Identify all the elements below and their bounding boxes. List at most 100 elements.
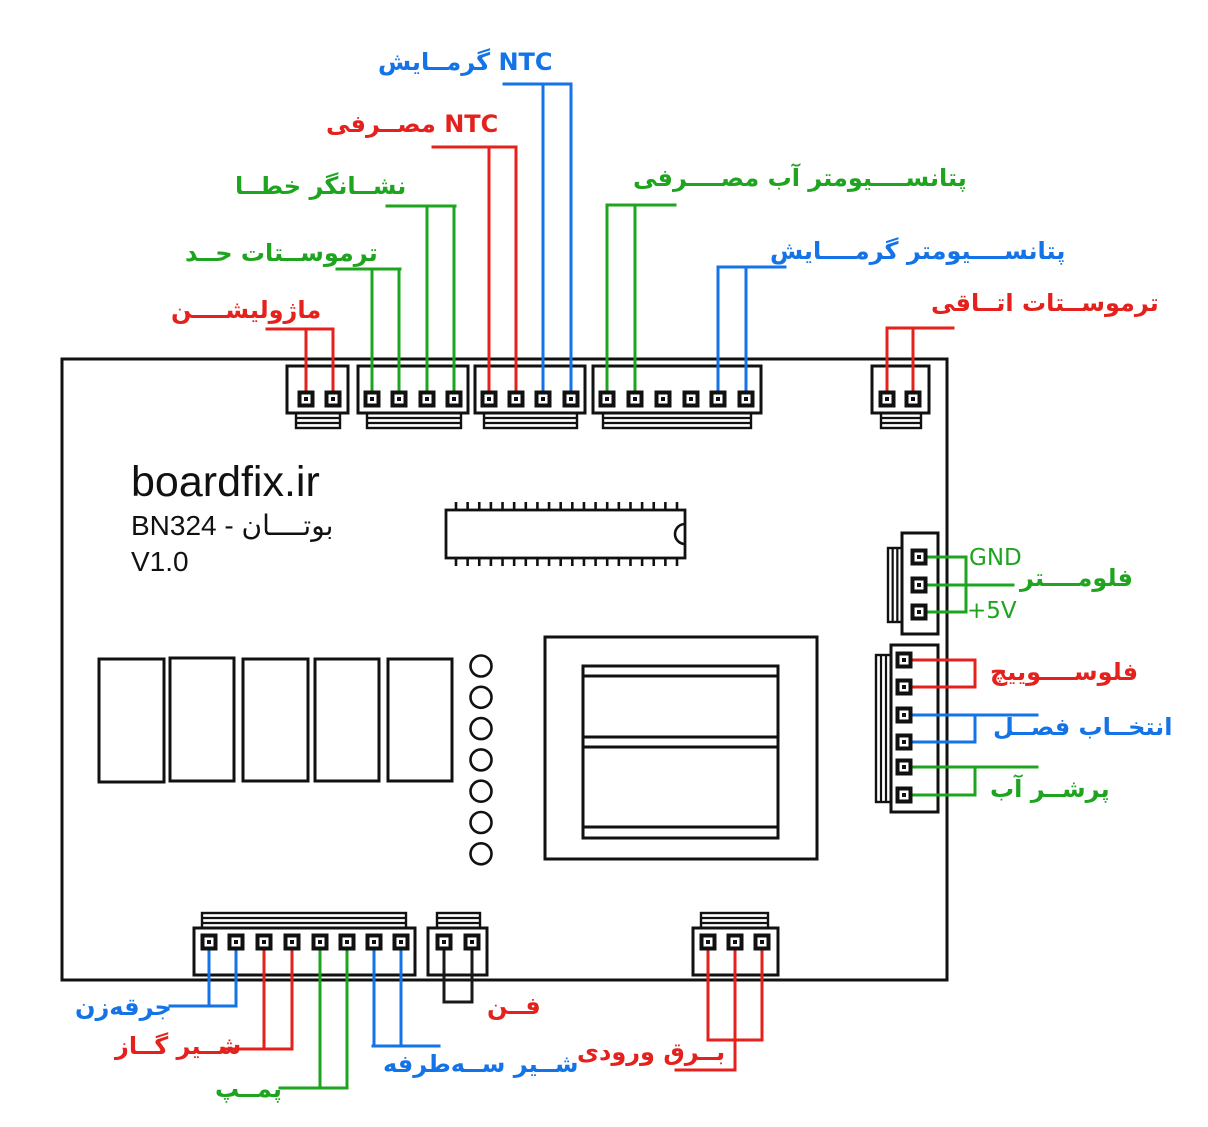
led-hole-2	[469, 685, 493, 710]
pin-pad	[363, 390, 381, 408]
transformer-core	[581, 664, 780, 840]
transformer-body	[543, 635, 819, 861]
label-igniter: جرقه‌زن	[75, 993, 172, 1021]
pin-pad	[598, 390, 616, 408]
pin-pad	[737, 390, 755, 408]
pad-core	[569, 397, 573, 401]
pad-core	[917, 583, 921, 587]
wire-ntc-heating	[502, 82, 573, 401]
connector-inputs-right	[874, 643, 940, 814]
pad-core	[902, 793, 906, 797]
wire-limit-thermostat	[335, 267, 402, 401]
pin-pad	[910, 548, 928, 566]
pad-core	[760, 940, 764, 944]
pad-core	[397, 397, 401, 401]
pad-core	[370, 397, 374, 401]
pad-core	[917, 555, 921, 559]
pad-core	[262, 940, 266, 944]
pad-core	[318, 940, 322, 944]
label-flow-switch: فلوســــوییچ	[990, 658, 1139, 686]
pin-pad	[895, 651, 913, 669]
pin-pad	[654, 390, 672, 408]
pin-pad	[283, 933, 301, 951]
label-gnd: GND	[969, 545, 1022, 571]
pad-core	[331, 397, 335, 401]
wire-igniter	[168, 940, 238, 1008]
label-flowmeter: فلومــــتر	[1020, 564, 1133, 592]
label-gas-valve: شــیر گــاز	[115, 1032, 242, 1060]
label-heating-potentiometer: پتانســــیومتر گرمــــایش	[770, 237, 1066, 265]
pad-core	[541, 397, 545, 401]
wire-power-input	[674, 940, 764, 1072]
pad-core	[744, 397, 748, 401]
pad-core	[716, 397, 720, 401]
pin-pad	[910, 603, 928, 621]
relay-5	[386, 657, 454, 783]
pin-pad	[534, 390, 552, 408]
wire-gas-valve	[223, 940, 294, 1051]
pad-core	[304, 397, 308, 401]
connector-potentiometers	[591, 364, 763, 430]
pin-pad	[338, 933, 356, 951]
pad-core	[290, 940, 294, 944]
ic-notch	[673, 522, 686, 546]
pin-pad	[255, 933, 273, 951]
led-hole-4	[469, 748, 493, 772]
wire-room-thermostat	[885, 326, 955, 401]
pad-core	[442, 940, 446, 944]
relay-3	[241, 657, 310, 783]
wire-modulation	[265, 327, 335, 401]
label-modulation: ماژولیشــــن	[171, 296, 322, 324]
pin-pad	[895, 786, 913, 804]
pad-core	[372, 940, 376, 944]
wire-fan	[442, 940, 474, 1004]
pin-pad	[418, 390, 436, 408]
label-power-input: بــرق ورودی	[577, 1038, 726, 1066]
pad-core	[234, 940, 238, 944]
pad-core	[733, 940, 737, 944]
board-model-text: BN324 - بوتــــان	[131, 510, 334, 541]
pad-core	[911, 397, 915, 401]
pin-pad	[365, 933, 383, 951]
ic-chip	[444, 502, 687, 566]
pad-core	[902, 685, 906, 689]
pad-core	[885, 397, 889, 401]
pin-pad	[445, 390, 463, 408]
pin-pad	[726, 933, 744, 951]
wire-pump	[278, 940, 349, 1090]
wire-dhw-potentiometer	[605, 203, 677, 401]
pin-pad	[895, 733, 913, 751]
pin-pad	[910, 576, 928, 594]
board-outline	[60, 357, 949, 982]
site-brand-text: boardfix.ir	[131, 458, 320, 506]
pin-pad	[753, 933, 771, 951]
pin-pad	[311, 933, 329, 951]
pin-pad	[682, 390, 700, 408]
label-dhw-potentiometer: پتانســــیومتر آب مصــــرفی	[633, 164, 967, 192]
connector-box	[889, 643, 940, 814]
label-limit-thermostat: ترموســتات حــد	[185, 239, 378, 267]
wire-flow-switch	[902, 658, 977, 689]
label-room-thermostat: ترموســتات اتــاقی	[931, 289, 1159, 317]
pad-core	[706, 940, 710, 944]
wire-three-way-valve	[371, 940, 441, 1048]
pad-core	[661, 397, 665, 401]
label-pump: پمــپ	[215, 1075, 282, 1103]
pad-core	[399, 940, 403, 944]
pad-core	[470, 940, 474, 944]
relay-4	[313, 657, 381, 783]
wire-error-indicator	[385, 204, 457, 401]
pin-pad	[390, 390, 408, 408]
label-water-pressure: پرشــر آب	[990, 775, 1110, 803]
pin-pad	[392, 933, 410, 951]
pin-pad	[895, 706, 913, 724]
wire-ntc-dhw	[431, 145, 518, 401]
pad-core	[345, 940, 349, 944]
pin-pad	[878, 390, 896, 408]
pad-core	[902, 658, 906, 662]
pin-pad	[699, 933, 717, 951]
pad-core	[207, 940, 211, 944]
pad-core	[487, 397, 491, 401]
